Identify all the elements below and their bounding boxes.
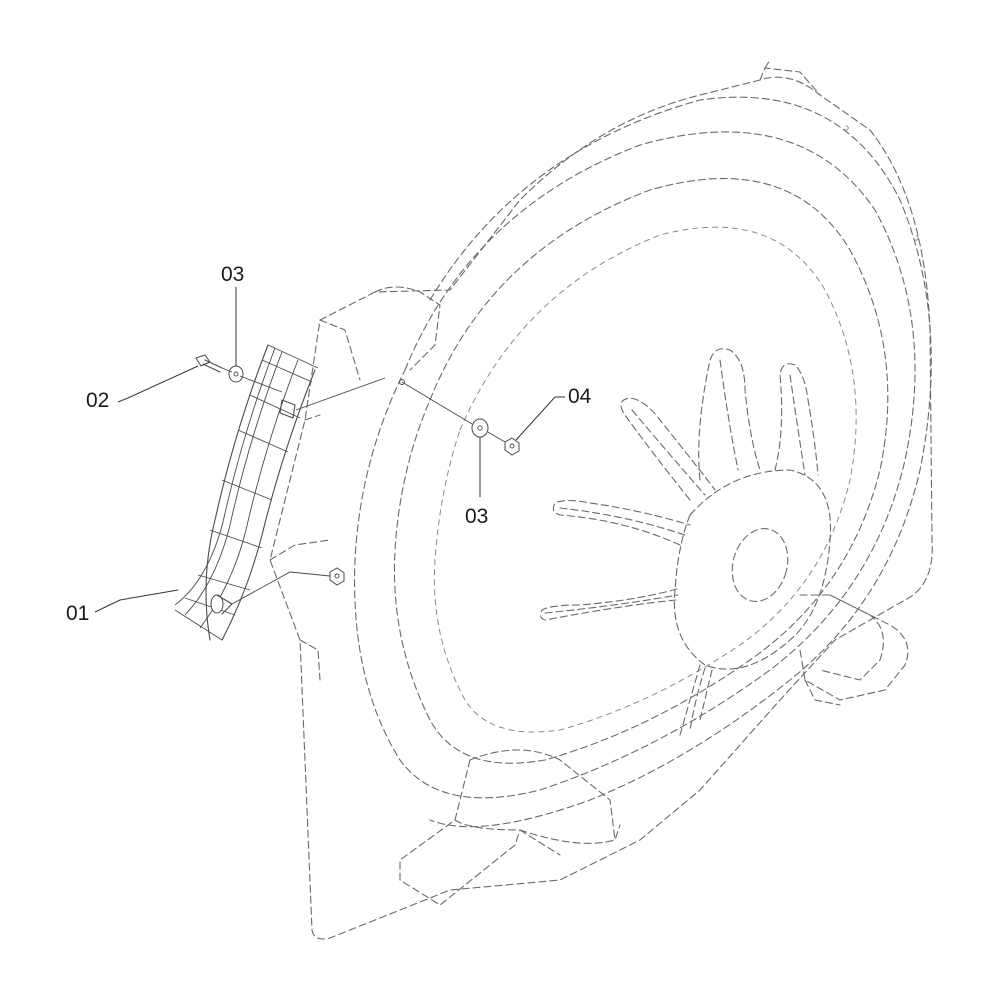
axis-lower-stud — [231, 571, 331, 605]
leader-04 — [515, 396, 565, 441]
housing-scroll-ring-inner — [433, 226, 857, 733]
fan-blade-1 — [698, 348, 761, 481]
grille-rail-c — [174, 347, 276, 606]
grille-crossbar-8 — [184, 597, 236, 616]
leader-02 — [117, 365, 199, 403]
callout-leaders — [94, 287, 565, 613]
callout-label-02: 02 — [86, 389, 109, 412]
washer-lower — [471, 418, 489, 438]
axis-upper-bolt — [221, 367, 283, 393]
fan-hub-plate — [673, 469, 832, 670]
grille-rail-a — [184, 351, 283, 616]
nut — [504, 437, 520, 456]
housing-left-flange — [269, 286, 441, 681]
callout-label-03-lower: 03 — [465, 505, 488, 528]
housing-bottom-outlet — [399, 749, 621, 906]
housing-hole-2 — [913, 235, 919, 241]
grille-crossbar-2 — [261, 359, 313, 383]
grille-crossbar-3 — [249, 394, 301, 419]
fan-center-bore — [731, 528, 789, 602]
grille-crossbar-4 — [237, 429, 289, 453]
housing-scroll-ring-3 — [393, 178, 889, 764]
assembly-axes — [221, 367, 506, 605]
washer-upper-hole — [233, 371, 239, 377]
callout-label-04: 04 — [568, 385, 592, 408]
fan-blade-6 — [679, 664, 713, 736]
fan-blade-4 — [552, 499, 691, 546]
housing-top-tab — [759, 59, 821, 96]
grille-top-tab — [279, 399, 296, 419]
callout-label-03-upper: 03 — [221, 263, 244, 286]
housing-lower-nut-hole — [334, 573, 340, 579]
housing-outer-scroll — [429, 96, 932, 828]
washer-upper — [228, 365, 244, 383]
housing-lower-nut — [329, 567, 345, 586]
nut-hole — [509, 443, 515, 449]
axis-upper-to-housing — [295, 377, 386, 411]
grille-crossbar-7 — [197, 574, 251, 591]
fan-blade-5 — [539, 587, 681, 621]
grille-inner-rail — [221, 369, 316, 641]
grille-crossbar-1 — [267, 344, 319, 369]
housing-hole-1 — [843, 125, 849, 131]
bolt — [195, 354, 223, 373]
grille-outer-rail — [205, 344, 269, 641]
washer-lower-hole — [477, 425, 483, 431]
blower-housing — [269, 59, 933, 940]
leader-01 — [94, 589, 179, 613]
grille-crossbar-6 — [209, 529, 263, 549]
fan-blade-2 — [774, 363, 819, 476]
fan-wheel — [539, 348, 832, 736]
housing-scroll-ring-2 — [354, 131, 916, 799]
housing-right-outlet — [799, 594, 909, 706]
callout-label-01: 01 — [66, 602, 89, 625]
guard-grille — [174, 344, 319, 641]
grille-crossbar-5 — [221, 479, 273, 501]
grille-crossbar-9 — [174, 609, 223, 641]
axis-housing-to-nut — [401, 381, 506, 443]
bolt-shank — [202, 359, 223, 373]
housing-bolt-hole — [399, 379, 405, 385]
housing-back-plate-outline — [269, 76, 933, 940]
fan-blade-3 — [620, 397, 716, 501]
